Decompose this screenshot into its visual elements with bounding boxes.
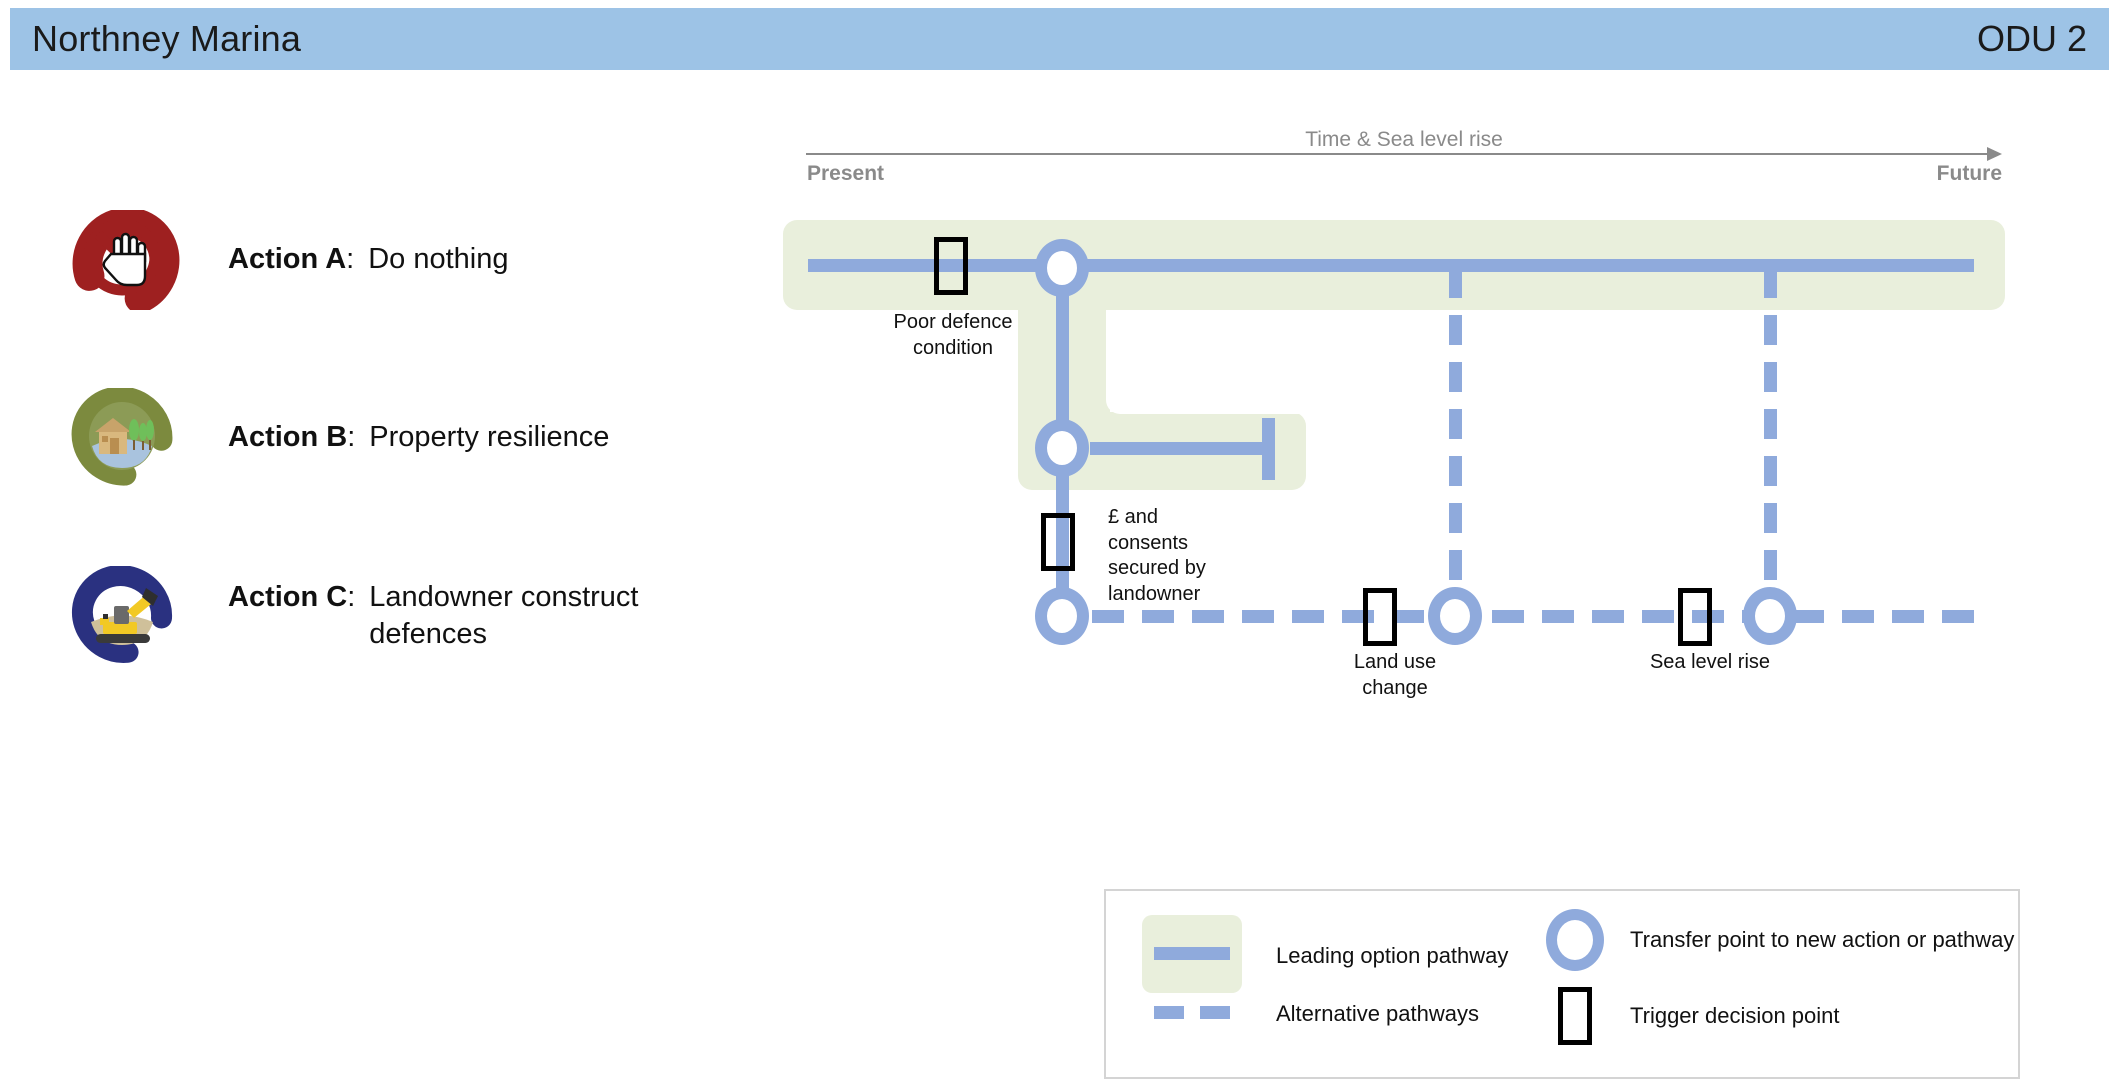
legend-swatch-trigger-point: [1558, 987, 1592, 1045]
action-description-c: Landowner construct defences: [369, 580, 639, 650]
arrow-right-icon: [1987, 147, 2002, 161]
legend-swatch-alternative-dash: [1154, 1006, 1230, 1019]
pathway-line-action-c: [1092, 610, 1976, 623]
action-colon-c: :: [347, 580, 356, 613]
legend-label-transfer-point: Transfer point to new action or pathway: [1630, 927, 2015, 952]
page-title: Northney Marina: [32, 18, 302, 59]
action-description-b: Property resilience: [369, 421, 610, 454]
dashed-drop-land-use-change: [1449, 268, 1462, 588]
action-text-c: Action C : Landowner construct defences: [228, 579, 699, 653]
timeline-end-label: Future: [1936, 162, 2002, 185]
pathway-connector-a-to-b: [1056, 292, 1069, 426]
action-colon-b: :: [347, 421, 356, 454]
action-label-b: Action B: [228, 421, 348, 454]
trigger-land-use-change[interactable]: [1363, 588, 1397, 646]
action-description-a: Do nothing: [368, 243, 509, 276]
action-text-a: Action A : Do nothing: [228, 241, 508, 278]
transfer-node-a-to-b[interactable]: [1035, 239, 1089, 297]
transfer-node-sea-level-rise[interactable]: [1743, 587, 1797, 645]
legend-label-trigger-decision-point: Trigger decision point: [1630, 1003, 1840, 1028]
transfer-node-land-use-change[interactable]: [1428, 587, 1482, 645]
timeline-caption: Time & Sea level rise: [1305, 128, 1503, 151]
header-bar: Northney Marina ODU 2: [10, 8, 2109, 70]
legend-swatch-transfer-node: [1546, 909, 1604, 971]
trigger-poor-defence-condition[interactable]: [934, 237, 968, 295]
transfer-node-c-start[interactable]: [1035, 587, 1089, 645]
trigger-sea-level-rise[interactable]: [1678, 588, 1712, 646]
legend-swatch-leading-line: [1154, 947, 1230, 960]
timeline-axis-line: [806, 153, 1992, 155]
action-row-a: Action A : Do nothing: [70, 207, 770, 317]
house-landscape-icon: [70, 386, 190, 488]
action-text-b: Action B : Property resilience: [228, 419, 609, 456]
legend-label-alternative-pathways: Alternative pathways: [1276, 1001, 1479, 1026]
action-label-a: Action A: [228, 243, 347, 276]
label-money-and-consents: £ and consents secured by landowner: [1108, 506, 1206, 605]
pathway-line-action-b: [1090, 442, 1268, 455]
leading-band-notch: [1106, 310, 1306, 414]
excavator-icon: [70, 565, 190, 666]
actions-panel: Action A : Do nothing: [70, 207, 770, 744]
action-colon-a: :: [346, 243, 355, 276]
action-row-b: Action B : Property resilience: [70, 386, 770, 488]
pathway-line-action-a: [808, 259, 1974, 272]
no-entry-hand-icon: [70, 207, 190, 317]
action-label-c: Action C: [228, 580, 348, 613]
action-row-c: Action C : Landowner construct defences: [70, 565, 770, 666]
dashed-drop-sea-level-rise: [1764, 268, 1777, 588]
legend-label-leading-option-pathway: Leading option pathway: [1276, 943, 1509, 968]
label-sea-level-rise: Sea level rise: [1649, 651, 1771, 673]
timeline-start-label: Present: [807, 162, 885, 185]
label-poor-defence-condition: Poor defence condition: [893, 311, 1013, 359]
odu-identifier: ODU 2: [1976, 18, 2087, 59]
pathway-b-end-cap: [1262, 418, 1275, 480]
transfer-node-b-to-c[interactable]: [1035, 419, 1089, 477]
timeline-axis: Time & Sea level rise Present Future: [806, 128, 2002, 198]
trigger-money-and-consents[interactable]: [1041, 513, 1075, 571]
legend-box: Leading option pathway Alternative pathw…: [1104, 889, 2020, 1079]
pathway-connector-b-to-c: [1056, 474, 1069, 592]
label-land-use-change: Land use change: [1353, 651, 1437, 699]
